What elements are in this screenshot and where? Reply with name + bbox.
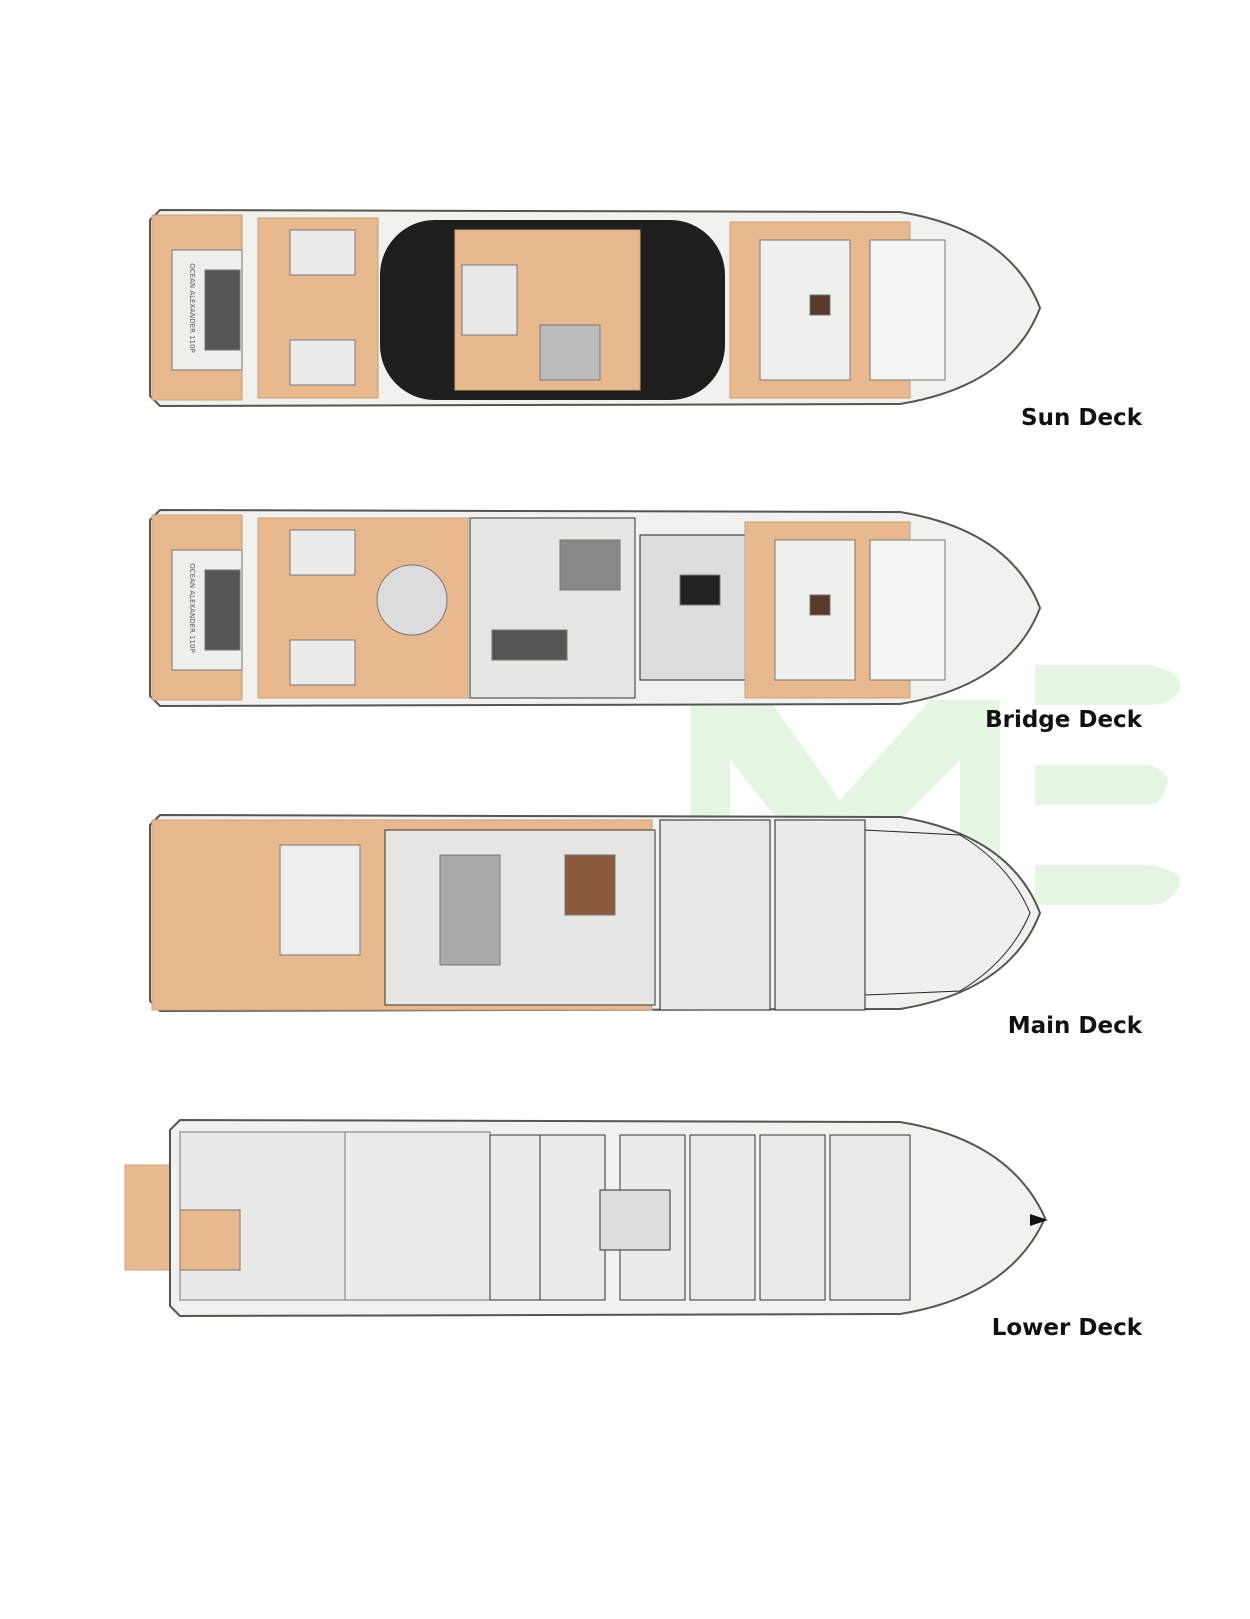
master-bath bbox=[864, 829, 1031, 996]
cabin bbox=[829, 1134, 911, 1301]
cabin bbox=[539, 1134, 606, 1301]
forward-lounge bbox=[774, 539, 856, 681]
deck-main: OCEAN ALEXANDER 110P Main Deck bbox=[0, 805, 1250, 1105]
main-deck-plan: OCEAN ALEXANDER 110P bbox=[149, 813, 1042, 1013]
deck-label: Lower Deck bbox=[991, 1315, 1142, 1341]
master-stateroom bbox=[774, 819, 866, 1011]
helm-seats bbox=[679, 574, 721, 606]
forward-lounge bbox=[759, 239, 851, 381]
bar-counter bbox=[539, 324, 601, 381]
dining-table-round bbox=[376, 564, 448, 636]
deck-label: Main Deck bbox=[1007, 1013, 1142, 1039]
bar bbox=[491, 629, 568, 661]
aft-dining bbox=[279, 844, 361, 956]
deck-bridge: OCEAN ALEXANDER 110P Bridge Deck bbox=[0, 500, 1250, 800]
aft-hatch bbox=[204, 269, 241, 351]
dining-table bbox=[564, 854, 616, 916]
deck-sun: OCEAN ALEXANDER 110P Sun Deck bbox=[0, 200, 1250, 500]
bow-anchor-icon bbox=[1030, 1214, 1048, 1226]
salon-rug bbox=[439, 854, 501, 966]
jacuzzi bbox=[461, 264, 518, 336]
sofa-bottom bbox=[289, 639, 356, 686]
cabin bbox=[689, 1134, 756, 1301]
aft-deck-teak bbox=[179, 1209, 241, 1271]
bridge-deck-plan: OCEAN ALEXANDER 110P bbox=[149, 508, 1042, 708]
sunpad bbox=[869, 539, 946, 681]
sofa-top bbox=[289, 529, 356, 576]
deck-label: Sun Deck bbox=[1021, 405, 1142, 431]
deck-lower: Lower Deck bbox=[0, 1110, 1250, 1410]
fireplace bbox=[559, 539, 621, 591]
stairwell bbox=[599, 1189, 671, 1251]
aft-hatch bbox=[204, 569, 241, 651]
sofa-bottom bbox=[289, 339, 356, 386]
stern-logo: OCEAN ALEXANDER 110P bbox=[188, 563, 196, 653]
stern-logo: OCEAN ALEXANDER 110P bbox=[188, 263, 196, 353]
sun-deck-plan: OCEAN ALEXANDER 110P bbox=[149, 208, 1042, 408]
table bbox=[809, 294, 831, 316]
tender-garage bbox=[344, 1131, 491, 1301]
table bbox=[809, 594, 831, 616]
wheelhouse bbox=[639, 534, 746, 681]
lower-deck-plan bbox=[124, 1118, 1048, 1318]
sunpad bbox=[869, 239, 946, 381]
sofa-top bbox=[289, 229, 356, 276]
deck-label: Bridge Deck bbox=[985, 707, 1142, 733]
cabin bbox=[759, 1134, 826, 1301]
galley bbox=[659, 819, 771, 1011]
